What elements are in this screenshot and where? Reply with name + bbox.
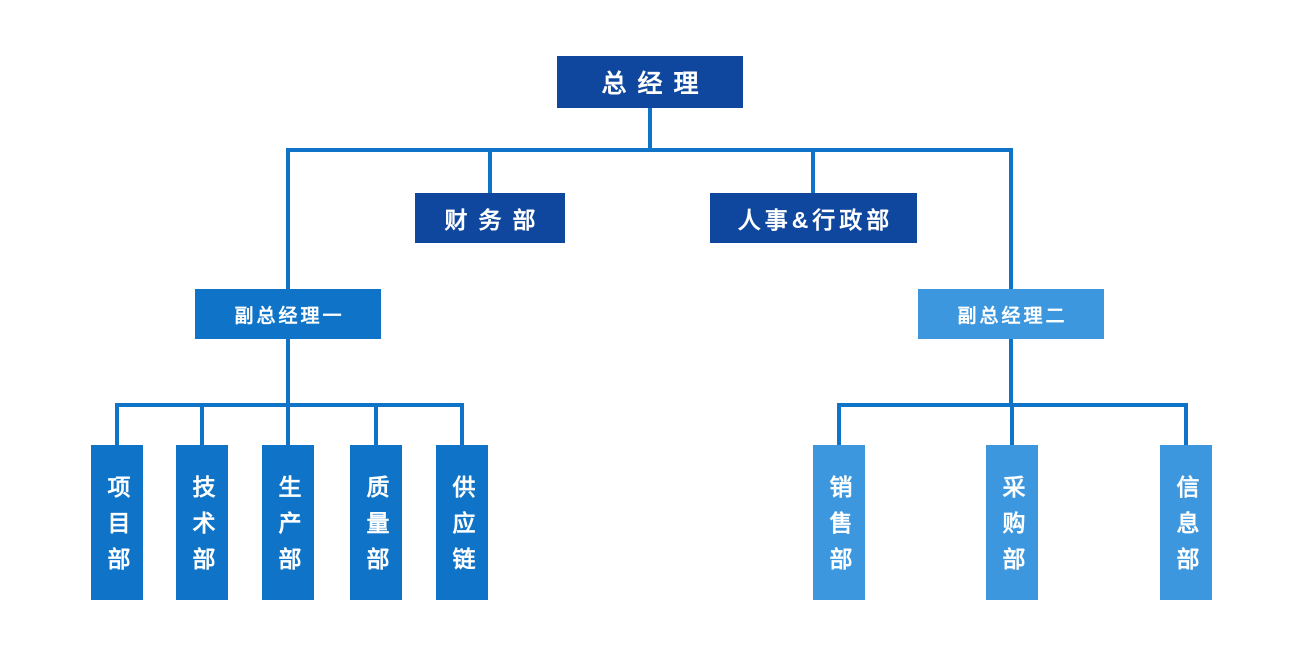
org-node-production-dept: 生产部 (262, 445, 314, 600)
org-node-quality-dept: 质量部 (350, 445, 402, 600)
org-node-deputy-gm-1: 副总经理一 (195, 289, 381, 339)
connector-sales-drop (837, 405, 841, 445)
connector-supply-chain-drop (460, 405, 464, 445)
connector-information-drop (1184, 405, 1188, 445)
connector-purchasing-drop (1010, 405, 1014, 445)
org-node-purchasing-dept: 采购部 (986, 445, 1038, 600)
connector-level1-horizontal (286, 148, 1013, 152)
org-node-project-dept: 项目部 (91, 445, 143, 600)
connector-deputy2-stem (1009, 339, 1013, 405)
connector-hr-admin-drop (811, 150, 815, 193)
org-node-supply-chain: 供应链 (436, 445, 488, 600)
org-node-finance-dept: 财务部 (415, 193, 565, 243)
org-node-deputy-gm-2: 副总经理二 (918, 289, 1104, 339)
connector-tech-drop (200, 405, 204, 445)
connector-deputy1-drop (286, 150, 290, 289)
connector-finance-drop (488, 150, 492, 193)
connector-gm-stem (648, 106, 652, 152)
connector-deputy1-stem (286, 339, 290, 405)
connector-project-drop (115, 405, 119, 445)
connector-production-drop (286, 405, 290, 445)
org-node-sales-dept: 销售部 (813, 445, 865, 600)
org-node-general-manager: 总经理 (557, 56, 743, 108)
org-node-information-dept: 信息部 (1160, 445, 1212, 600)
org-node-hr-admin-dept: 人事&行政部 (710, 193, 917, 243)
connector-quality-drop (374, 405, 378, 445)
connector-deputy2-drop (1009, 150, 1013, 289)
org-node-tech-dept: 技术部 (176, 445, 228, 600)
